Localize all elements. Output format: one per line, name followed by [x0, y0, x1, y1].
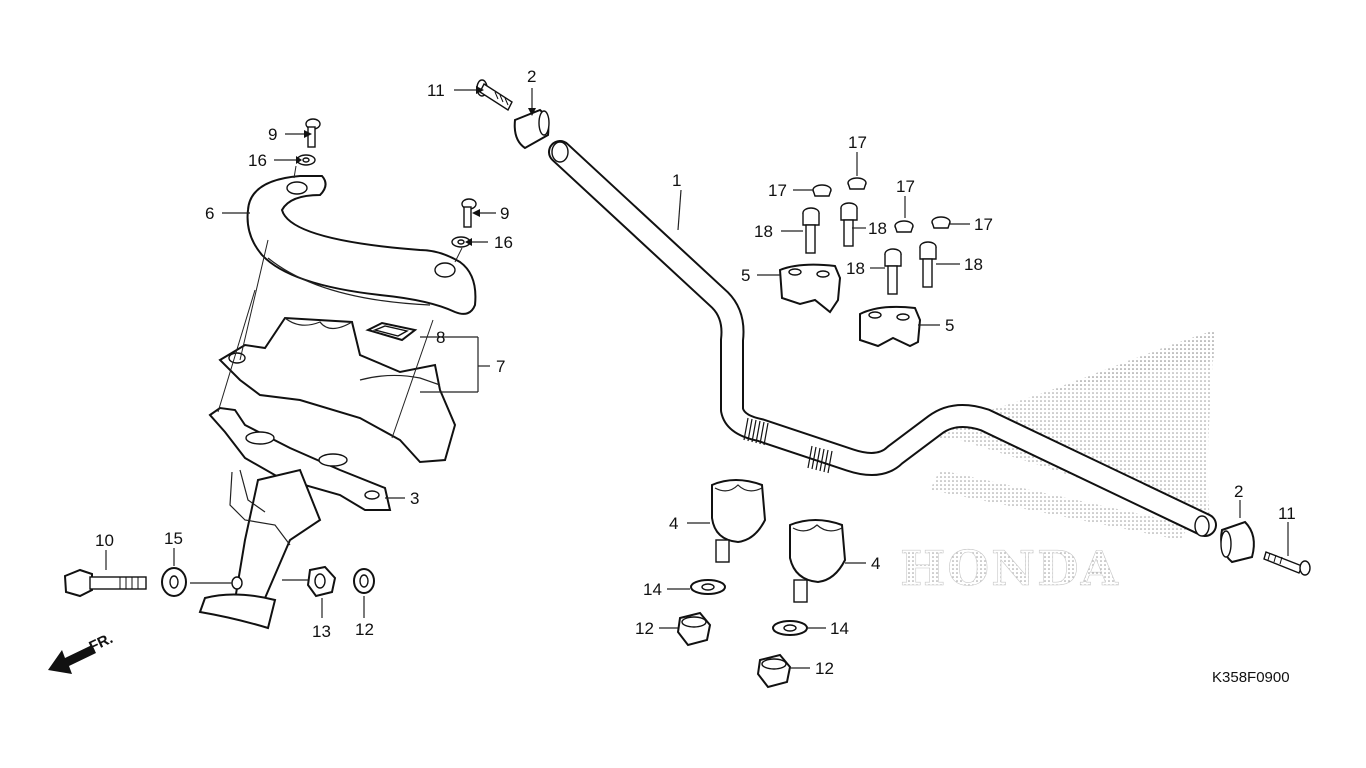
bar-end-weight-right — [1220, 520, 1255, 564]
screw-part-11-left — [476, 79, 513, 112]
callout-16-lower: 16 — [494, 233, 513, 252]
riser-part-4-right — [789, 519, 847, 603]
callout-5-right: 5 — [945, 316, 954, 335]
drawing-code: K358F0900 — [1212, 669, 1290, 686]
steering-stem — [198, 468, 322, 630]
bolt-part-18-d — [919, 241, 937, 288]
callout-7: 7 — [496, 357, 505, 376]
callout-16-upper: 16 — [248, 151, 267, 170]
callout-9-upper: 9 — [268, 125, 277, 144]
bolt-part-18-c — [884, 248, 902, 295]
handlebar-part-1 — [548, 140, 1217, 537]
direction-label: FR. — [87, 630, 116, 656]
washer-part-15 — [161, 567, 187, 597]
callout-12-bottom: 12 — [815, 659, 834, 678]
callout-9-lower: 9 — [500, 204, 509, 223]
callout-17-b: 17 — [848, 133, 867, 152]
cap-part-17-d — [931, 216, 951, 229]
honda-wing-logo: HONDA — [900, 330, 1215, 597]
bolt-part-9-upper — [305, 118, 321, 148]
callout-14-right: 14 — [830, 619, 849, 638]
callout-14-left: 14 — [643, 580, 662, 599]
bar-end-weight-left — [513, 108, 550, 150]
callout-4-right: 4 — [871, 554, 880, 573]
callout-5-left: 5 — [741, 266, 750, 285]
cap-part-17-c — [894, 220, 914, 233]
callout-2-right: 2 — [1234, 482, 1243, 501]
callout-17-a: 17 — [768, 181, 787, 200]
callout-18-d: 18 — [964, 255, 983, 274]
bolt-part-10 — [63, 568, 147, 598]
upper-holder-part-5-right — [859, 305, 922, 348]
callout-18-b: 18 — [868, 219, 887, 238]
washer-part-14-right — [772, 620, 808, 636]
honda-watermark-text: HONDA — [900, 541, 1120, 597]
callout-18-c: 18 — [846, 259, 865, 278]
callout-3: 3 — [410, 489, 419, 508]
rubber-part-8 — [365, 321, 418, 342]
callout-10: 10 — [95, 531, 114, 550]
nut-part-12-bottom — [756, 653, 792, 689]
bolt-part-18-b — [840, 202, 858, 247]
callout-12-left: 12 — [355, 620, 374, 639]
callout-17-d: 17 — [974, 215, 993, 234]
callout-13: 13 — [312, 622, 331, 641]
callout-18-a: 18 — [754, 222, 773, 241]
nut-part-12-middle — [676, 611, 712, 647]
riser-part-4-left — [711, 479, 767, 563]
front-direction-arrow-icon: FR. — [48, 630, 116, 674]
screw-part-11-right — [1263, 551, 1311, 576]
callout-12-middle: 12 — [635, 619, 654, 638]
callout-4-left: 4 — [669, 514, 678, 533]
callout-8: 8 — [436, 328, 445, 347]
nut-part-13 — [306, 565, 337, 598]
collar-part-12-left — [353, 568, 375, 594]
callout-6: 6 — [205, 204, 214, 223]
callout-1: 1 — [672, 171, 681, 190]
callout-17-c: 17 — [896, 177, 915, 196]
upper-holder-part-5-left — [778, 263, 842, 314]
washer-part-16-lower — [451, 236, 471, 248]
cap-part-17-a — [812, 184, 832, 197]
bolt-part-9-lower — [461, 198, 477, 228]
callouts: 1 2 2 3 4 4 5 5 6 7 8 9 9 10 11 11 12 12… — [95, 67, 1296, 678]
callout-11-left: 11 — [427, 81, 445, 100]
upper-cover-part-6 — [246, 175, 477, 315]
cap-part-17-b — [847, 177, 867, 190]
callout-15: 15 — [164, 529, 183, 548]
lower-plate-part-3 — [208, 406, 392, 511]
washer-part-16-upper — [296, 154, 316, 166]
washer-part-14-left — [690, 579, 726, 595]
callout-11-right: 11 — [1278, 504, 1296, 523]
bolt-part-18-a — [802, 207, 820, 254]
callout-2-left: 2 — [527, 67, 536, 86]
